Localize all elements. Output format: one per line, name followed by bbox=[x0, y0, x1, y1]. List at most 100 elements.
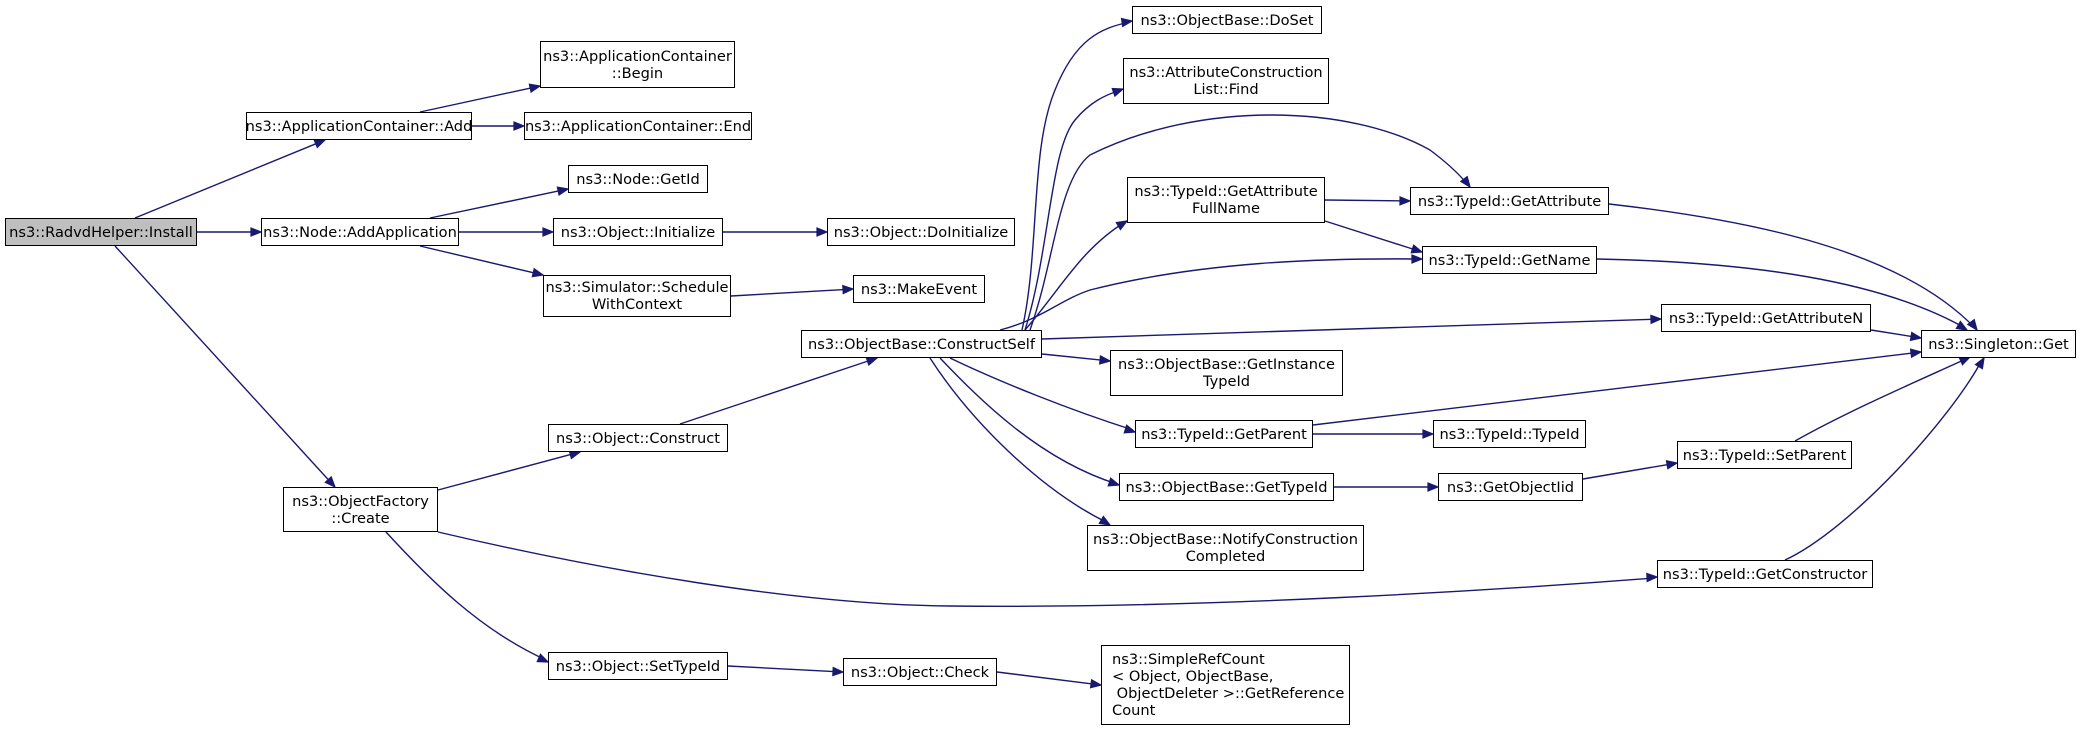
node-getInstanceTypeId[interactable]: ns3::ObjectBase::GetInstance TypeId bbox=[1110, 350, 1343, 396]
node-getConstructor[interactable]: ns3::TypeId::GetConstructor bbox=[1657, 560, 1873, 588]
edge-install-to-appAdd bbox=[134, 142, 317, 219]
edge-simSchedule-to-makeEvent bbox=[730, 288, 845, 297]
edge-getObjectIid-to-setParent bbox=[1582, 463, 1669, 480]
node-constructSelf[interactable]: ns3::ObjectBase::ConstructSelf bbox=[801, 330, 1042, 358]
edge-getName-to-singletonGet-arrowhead bbox=[1955, 320, 1969, 331]
node-getAttributeN[interactable]: ns3::TypeId::GetAttributeN bbox=[1661, 304, 1871, 332]
edge-getParent-to-typeIdCtor-arrowhead bbox=[1422, 429, 1435, 439]
node-appBegin[interactable]: ns3::ApplicationContainer ::Begin bbox=[540, 41, 735, 88]
edge-objConstruct-to-constructSelf bbox=[679, 360, 869, 425]
edge-constructSelf-to-getAttrFullName bbox=[1024, 221, 1126, 331]
edge-constructSelf-to-doSet-arrowhead bbox=[1120, 17, 1134, 28]
edge-getAttribute-to-singletonGet-arrowhead bbox=[1966, 318, 1978, 332]
edge-constructSelf-to-obGetTypeId-arrowhead bbox=[1107, 477, 1121, 487]
edge-objSetTypeId-to-objCheck-arrowhead bbox=[832, 666, 845, 677]
node-getAttrFullName[interactable]: ns3::TypeId::GetAttribute FullName bbox=[1127, 177, 1325, 223]
edge-appAdd-to-appEnd-arrowhead bbox=[513, 121, 526, 131]
edge-constructSelf-to-attrFind-arrowhead bbox=[1111, 87, 1125, 98]
edge-constructSelf-to-getAttribute-arrowhead bbox=[1459, 175, 1471, 189]
edge-getParent-to-singletonGet bbox=[1312, 352, 1913, 426]
edge-objInit-to-objDoInit-arrowhead bbox=[816, 227, 829, 237]
edge-install-to-appAdd-arrowhead bbox=[313, 139, 327, 149]
edge-getName-to-singletonGet bbox=[1596, 258, 1966, 329]
node-install: ns3::RadvdHelper::Install bbox=[5, 218, 197, 246]
node-typeIdCtor[interactable]: ns3::TypeId::TypeId bbox=[1433, 420, 1586, 448]
edge-obGetTypeId-to-getObjectIid-arrowhead bbox=[1427, 482, 1440, 492]
node-notifyConstruction[interactable]: ns3::ObjectBase::NotifyConstruction Comp… bbox=[1087, 525, 1364, 571]
edge-objFactoryCreate-to-getConstructor bbox=[437, 531, 1656, 608]
edge-appAdd-to-appBegin bbox=[419, 87, 532, 113]
edge-constructSelf-to-getAttribute bbox=[1029, 114, 1469, 331]
node-appEnd[interactable]: ns3::ApplicationContainer::End bbox=[524, 112, 752, 140]
node-objDoInit[interactable]: ns3::Object::DoInitialize bbox=[827, 218, 1015, 246]
edge-install-to-nodeAddApp-arrowhead bbox=[250, 227, 263, 237]
edge-constructSelf-to-getName bbox=[999, 258, 1421, 331]
edge-objFactoryCreate-to-objSetTypeId-arrowhead bbox=[536, 653, 550, 663]
node-appAdd[interactable]: ns3::ApplicationContainer::Add bbox=[246, 112, 472, 140]
edge-appAdd-to-appBegin-arrowhead bbox=[528, 83, 542, 94]
edge-nodeAddApp-to-simSchedule-arrowhead bbox=[531, 267, 545, 278]
node-simSchedule[interactable]: ns3::Simulator::Schedule WithContext bbox=[543, 275, 731, 317]
edge-getConstructor-to-singletonGet-arrowhead bbox=[1974, 356, 1985, 370]
edge-getAttrFullName-to-getAttribute bbox=[1324, 199, 1402, 202]
edge-nodeAddApp-to-simSchedule bbox=[419, 245, 535, 274]
node-getAttribute[interactable]: ns3::TypeId::GetAttribute bbox=[1410, 187, 1609, 215]
node-simpleRef[interactable]: ns3::SimpleRefCount < Object, ObjectBase… bbox=[1101, 645, 1350, 725]
node-makeEvent[interactable]: ns3::MakeEvent bbox=[853, 275, 985, 303]
edge-objCheck-to-simpleRef bbox=[996, 671, 1093, 685]
edge-nodeAddApp-to-nodeGetId bbox=[429, 190, 560, 219]
edge-simSchedule-to-makeEvent-arrowhead bbox=[842, 284, 855, 295]
node-objCheck[interactable]: ns3::Object::Check bbox=[843, 658, 997, 686]
node-objFactoryCreate[interactable]: ns3::ObjectFactory ::Create bbox=[283, 487, 438, 532]
edge-objCheck-to-simpleRef-arrowhead bbox=[1089, 678, 1103, 689]
edge-constructSelf-to-getParent-arrowhead bbox=[1123, 424, 1137, 434]
edge-getAttribute-to-singletonGet bbox=[1608, 203, 1976, 329]
node-objInit[interactable]: ns3::Object::Initialize bbox=[553, 218, 723, 246]
node-objConstruct[interactable]: ns3::Object::Construct bbox=[548, 424, 728, 452]
edge-setParent-to-singletonGet bbox=[1794, 357, 1969, 442]
node-singletonGet[interactable]: ns3::Singleton::Get bbox=[1921, 330, 2076, 358]
edge-setParent-to-singletonGet-arrowhead bbox=[1958, 356, 1972, 366]
edge-install-to-objFactoryCreate bbox=[114, 245, 330, 481]
edge-constructSelf-to-attrFind bbox=[1024, 89, 1122, 331]
edge-nodeAddApp-to-nodeGetId-arrowhead bbox=[556, 186, 570, 196]
edge-getParent-to-singletonGet-arrowhead bbox=[1909, 348, 1923, 359]
edge-objFactoryCreate-to-objSetTypeId bbox=[385, 531, 547, 661]
edge-objConstruct-to-constructSelf-arrowhead bbox=[865, 356, 879, 367]
edge-constructSelf-to-getAttributeN bbox=[1041, 318, 1653, 340]
edge-objSetTypeId-to-objCheck bbox=[727, 665, 835, 673]
node-obGetTypeId[interactable]: ns3::ObjectBase::GetTypeId bbox=[1119, 473, 1334, 501]
edge-getObjectIid-to-setParent-arrowhead bbox=[1665, 459, 1679, 470]
edge-constructSelf-to-obGetTypeId bbox=[939, 357, 1118, 485]
node-doSet[interactable]: ns3::ObjectBase::DoSet bbox=[1132, 6, 1322, 34]
node-attrFind[interactable]: ns3::AttributeConstruction List::Find bbox=[1123, 58, 1329, 104]
edge-objFactoryCreate-to-getConstructor-arrowhead bbox=[1646, 572, 1659, 583]
edge-constructSelf-to-getInstanceTypeId bbox=[1041, 353, 1102, 361]
edge-constructSelf-to-getInstanceTypeId-arrowhead bbox=[1098, 355, 1112, 365]
edge-getConstructor-to-singletonGet bbox=[1784, 359, 1983, 561]
node-nodeGetId[interactable]: ns3::Node::GetId bbox=[568, 165, 708, 193]
edge-constructSelf-to-getParent bbox=[949, 357, 1134, 431]
edge-getAttributeN-to-singletonGet bbox=[1870, 329, 1913, 338]
node-getName[interactable]: ns3::TypeId::GetName bbox=[1422, 246, 1597, 274]
edge-nodeAddApp-to-objInit-arrowhead bbox=[542, 227, 555, 237]
edge-getAttrFullName-to-getName bbox=[1324, 220, 1414, 250]
edge-getAttributeN-to-singletonGet-arrowhead bbox=[1909, 331, 1923, 342]
edge-constructSelf-to-getAttrFullName-arrowhead bbox=[1115, 220, 1129, 231]
edge-constructSelf-to-doSet bbox=[1021, 21, 1131, 331]
edge-constructSelf-to-notifyConstruction bbox=[929, 357, 1109, 524]
edge-getAttrFullName-to-getAttribute-arrowhead bbox=[1399, 195, 1412, 206]
edge-objFactoryCreate-to-objConstruct bbox=[437, 453, 572, 491]
node-objSetTypeId[interactable]: ns3::Object::SetTypeId bbox=[548, 652, 728, 680]
node-getObjectIid[interactable]: ns3::GetObjectIid bbox=[1438, 473, 1583, 501]
edge-getAttrFullName-to-getName-arrowhead bbox=[1410, 244, 1424, 254]
node-getParent[interactable]: ns3::TypeId::GetParent bbox=[1135, 420, 1313, 448]
edge-constructSelf-to-getName-arrowhead bbox=[1411, 254, 1424, 264]
node-nodeAddApp[interactable]: ns3::Node::AddApplication bbox=[261, 218, 459, 246]
edge-constructSelf-to-getAttributeN-arrowhead bbox=[1650, 314, 1663, 325]
node-setParent[interactable]: ns3::TypeId::SetParent bbox=[1677, 441, 1852, 469]
edge-install-to-objFactoryCreate-arrowhead bbox=[324, 475, 337, 489]
edge-constructSelf-to-notifyConstruction-arrowhead bbox=[1098, 515, 1112, 526]
